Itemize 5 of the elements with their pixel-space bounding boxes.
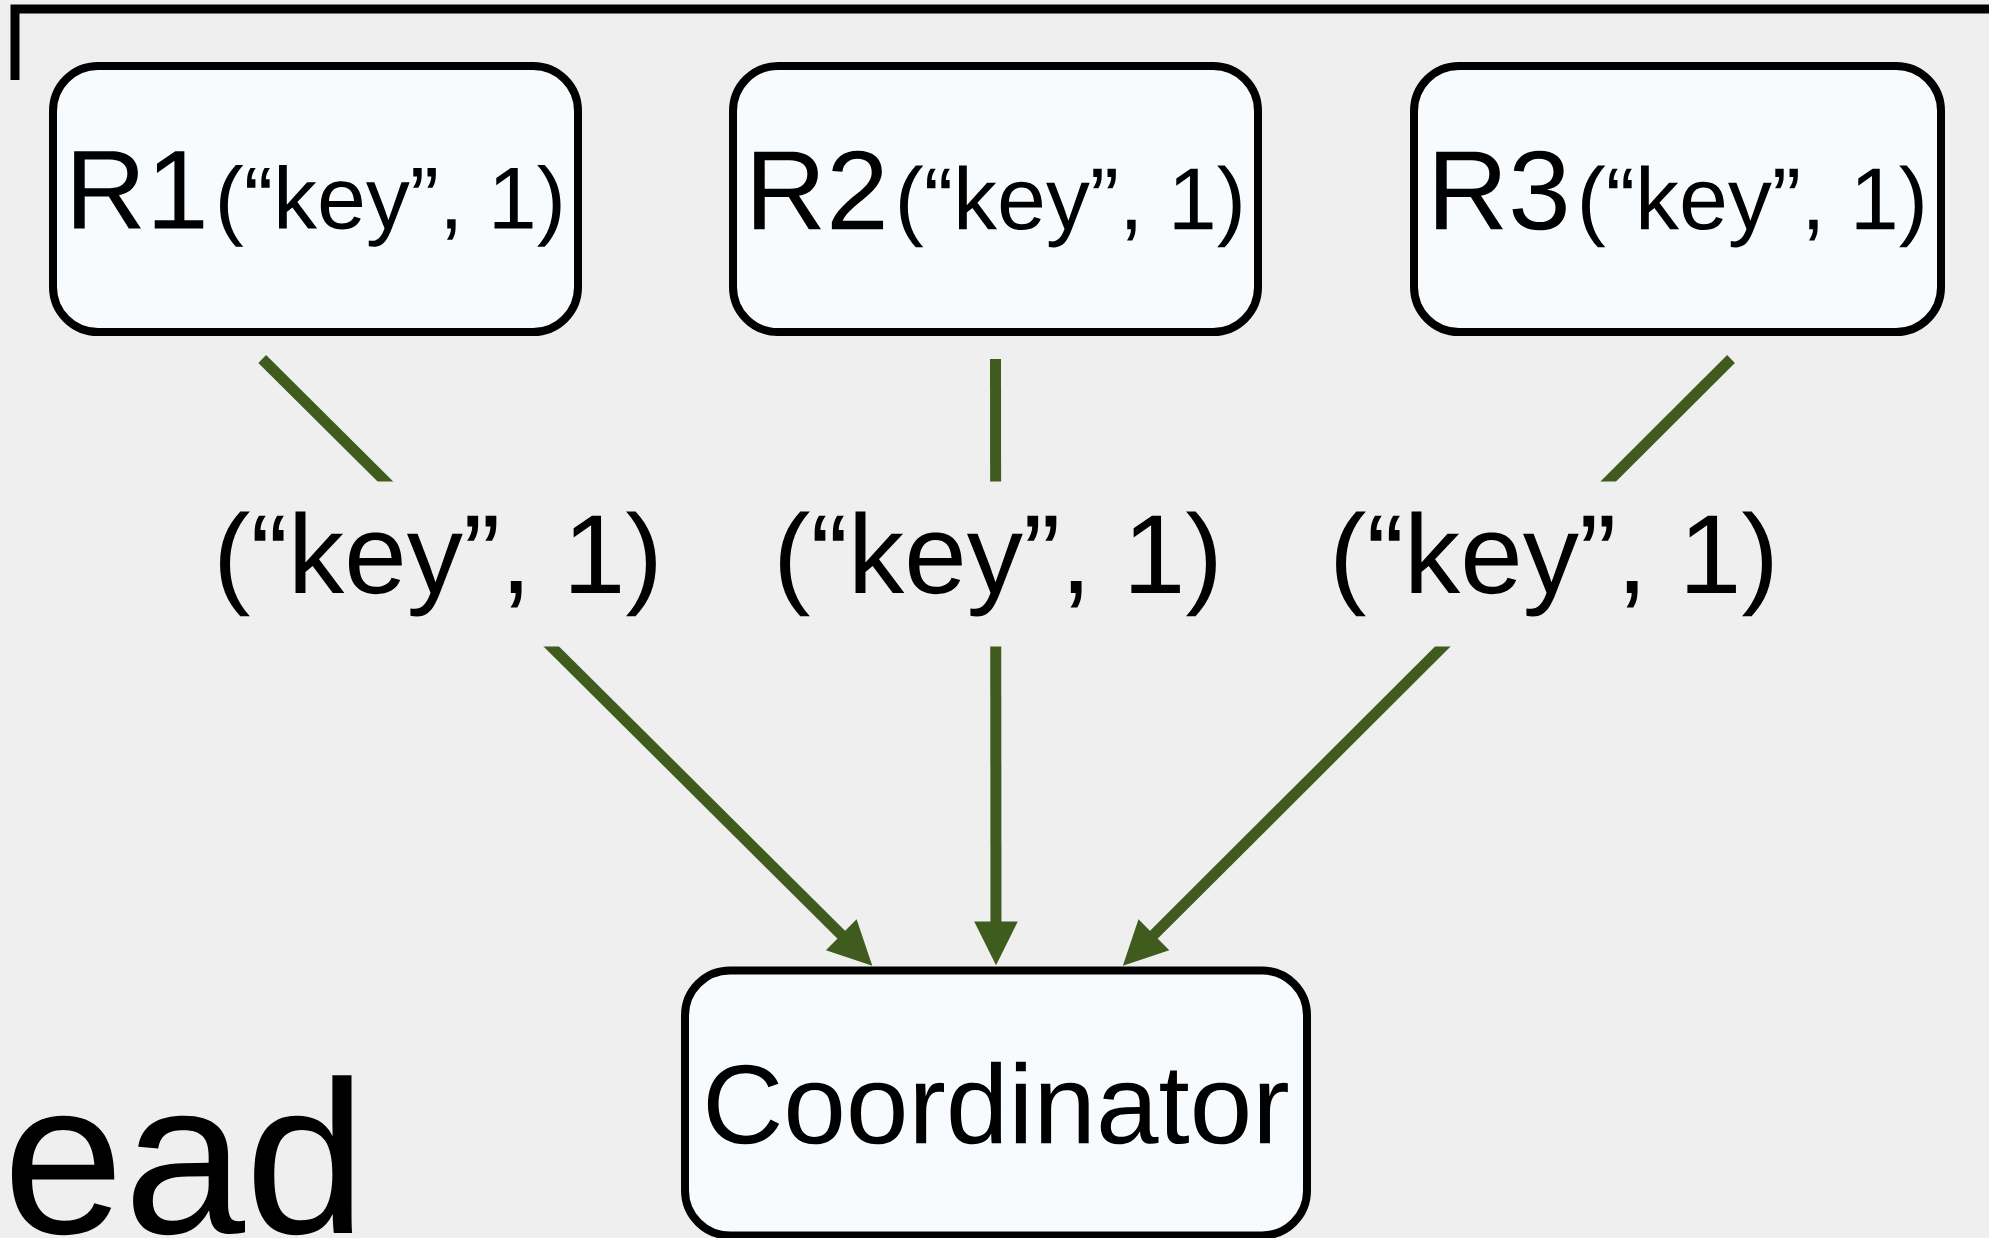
edge-label: (“key”, 1) [208,481,668,647]
coordinator-box: Coordinator [681,966,1311,1238]
edge-label: (“key”, 1) [768,481,1228,647]
edge-label: (“key”, 1) [1324,481,1784,647]
cut-off-text: ead [11,1075,353,1236]
